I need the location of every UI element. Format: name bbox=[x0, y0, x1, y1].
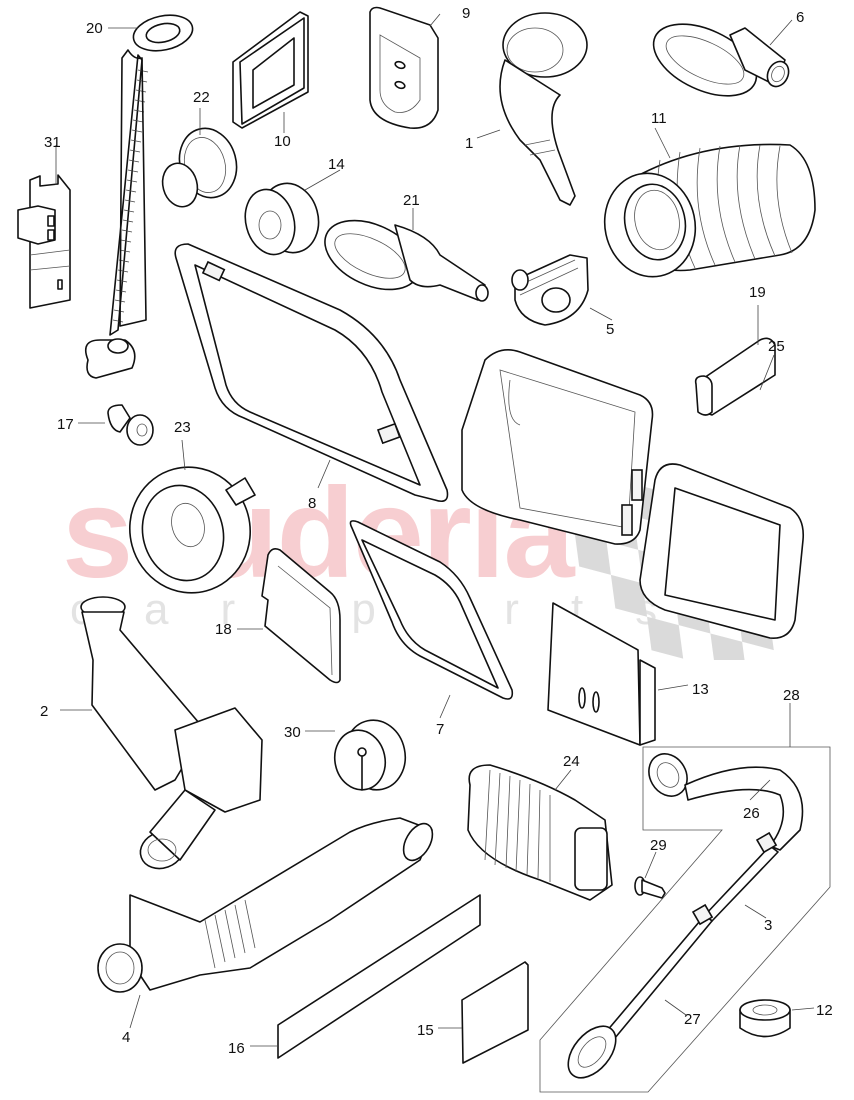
part-29-push-rivet bbox=[634, 876, 666, 899]
callout-31: 31 bbox=[44, 134, 61, 151]
part-9-shaped-grommet bbox=[369, 6, 439, 129]
callout-30: 30 bbox=[284, 724, 301, 741]
callout-5: 5 bbox=[606, 321, 615, 338]
callout-17: 17 bbox=[57, 416, 74, 433]
part-13-insulation-pad bbox=[547, 602, 656, 746]
part-18-flat-cover bbox=[261, 548, 341, 684]
callout-3: 3 bbox=[764, 917, 773, 934]
part-28-kit-border bbox=[539, 746, 831, 1093]
part-24-bellows-connector bbox=[467, 764, 613, 901]
callout-29: 29 bbox=[650, 837, 667, 854]
part-1-elbow-boot bbox=[499, 12, 588, 206]
callout-11: 11 bbox=[651, 110, 667, 127]
part-22-plug-grommet bbox=[161, 127, 238, 208]
part-30-split-grommet bbox=[333, 719, 407, 791]
callout-27: 27 bbox=[684, 1011, 701, 1028]
leader-lines bbox=[55, 13, 815, 1047]
part-7-gasket bbox=[349, 520, 514, 700]
part-31-connector-holder bbox=[17, 174, 71, 309]
callout-13: 13 bbox=[692, 681, 709, 698]
part-16-adhesive-strip bbox=[277, 894, 481, 1059]
part-5-clip-grommet bbox=[511, 254, 589, 326]
callout-2: 2 bbox=[40, 703, 49, 720]
part-15-foam-pad bbox=[461, 961, 529, 1064]
part-12-spacer-ring bbox=[739, 999, 791, 1038]
callout-26: 26 bbox=[743, 805, 760, 822]
callout-15: 15 bbox=[417, 1022, 434, 1039]
part-2-duct-elbow bbox=[80, 596, 263, 870]
part-26-3-27-cable-assembly bbox=[567, 753, 804, 1079]
callout-9: 9 bbox=[462, 5, 471, 22]
part-8-frame-gasket bbox=[174, 243, 449, 503]
callout-24: 24 bbox=[563, 753, 580, 770]
callout-28: 28 bbox=[783, 687, 800, 704]
part-19-edge-protector bbox=[694, 337, 776, 416]
callout-16: 16 bbox=[228, 1040, 245, 1057]
callout-4: 4 bbox=[122, 1029, 131, 1046]
callout-1: 1 bbox=[465, 135, 474, 152]
callout-14: 14 bbox=[328, 156, 345, 173]
part-17-small-plug bbox=[107, 404, 154, 446]
part-25-service-lid bbox=[461, 349, 805, 639]
part-6-oval-grommet bbox=[652, 23, 790, 97]
part-14-round-grommet bbox=[244, 182, 320, 256]
part-21-oval-grommet-spout bbox=[324, 219, 489, 302]
part-20-cable-conduit bbox=[84, 14, 194, 379]
part-23-flanged-grommet bbox=[128, 466, 256, 594]
callout-7: 7 bbox=[436, 721, 445, 738]
callout-19: 19 bbox=[749, 284, 766, 301]
callout-8: 8 bbox=[308, 495, 317, 512]
callout-10: 10 bbox=[274, 133, 291, 150]
callout-22: 22 bbox=[193, 89, 210, 106]
callout-21: 21 bbox=[403, 192, 420, 209]
callout-25: 25 bbox=[768, 338, 785, 355]
part-10-rectangular-grommet bbox=[232, 11, 309, 129]
part-4-air-duct bbox=[97, 817, 434, 993]
callout-18: 18 bbox=[215, 621, 232, 638]
part-11-bellows-boot bbox=[603, 143, 816, 278]
callout-23: 23 bbox=[174, 419, 191, 436]
callout-20: 20 bbox=[86, 20, 103, 37]
callout-6: 6 bbox=[796, 9, 805, 26]
callout-12: 12 bbox=[816, 1002, 833, 1019]
